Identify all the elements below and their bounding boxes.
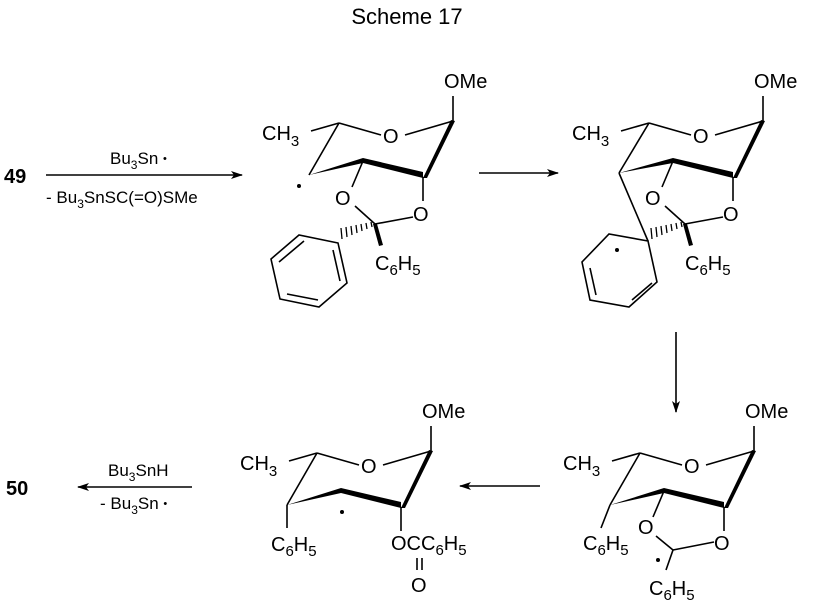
svg-text:CH3: CH3 <box>563 453 600 480</box>
radical-dot <box>656 558 660 562</box>
reagent-above-4: Bu3SnH <box>108 461 169 484</box>
radical-dot <box>615 248 619 252</box>
svg-text:C6H5: C6H5 <box>685 253 731 279</box>
svg-text:O: O <box>693 126 709 148</box>
svg-text:O: O <box>638 517 654 539</box>
svg-text:OMe: OMe <box>422 401 465 423</box>
scheme-title: Scheme 17 <box>351 4 462 29</box>
compound-49-label: 49 <box>4 166 26 188</box>
svg-text:O: O <box>714 533 730 555</box>
byproduct-below-1: - Bu3SnSC(=O)SMe <box>46 188 198 211</box>
o2-label: O <box>413 204 429 226</box>
svg-text:CH3: CH3 <box>572 123 609 150</box>
svg-text:O: O <box>645 188 661 210</box>
structure-spiro-radical-b: CH3 O OMe O O C6H5 <box>572 71 797 308</box>
ome-label: OMe <box>444 71 487 93</box>
ch3-label: CH3 <box>262 123 299 150</box>
c6h5-label: C6H5 <box>375 253 421 279</box>
radical-dot <box>340 510 344 514</box>
reaction-arrow-5: Bu3SnH - Bu3Sn • <box>77 461 192 517</box>
o3-label: O <box>335 188 351 210</box>
radical-dot <box>297 184 301 188</box>
compound-50-label: 50 <box>6 478 28 500</box>
reaction-arrow-1: Bu3Sn • - Bu3SnSC(=O)SMe <box>46 149 243 211</box>
svg-text:O: O <box>684 456 700 478</box>
svg-text:OMe: OMe <box>754 71 797 93</box>
svg-text:OCC6H5: OCC6H5 <box>391 533 467 559</box>
svg-text:C6H5: C6H5 <box>649 578 695 604</box>
svg-text:OMe: OMe <box>745 401 788 423</box>
byproduct-below-4: - Bu3Sn • <box>100 494 167 517</box>
structure-acetal-radical-c: CH3 O OMe O O C6H5 C6H5 <box>563 401 788 604</box>
structure-benzoate-radical-d: CH3 O OMe C6H5 OCC6H5 O <box>240 401 467 597</box>
svg-text:O: O <box>723 204 739 226</box>
svg-text:C6H5: C6H5 <box>271 534 317 560</box>
svg-text:O: O <box>411 575 427 597</box>
reagent-above-1: Bu3Sn • <box>110 149 167 172</box>
svg-text:C6H5: C6H5 <box>583 533 629 559</box>
svg-text:CH3: CH3 <box>240 453 277 480</box>
svg-text:O: O <box>361 456 377 478</box>
ring-oxygen-label: O <box>383 126 399 148</box>
structure-radical-a: CH3 O OMe O O C6H5 <box>262 71 487 308</box>
